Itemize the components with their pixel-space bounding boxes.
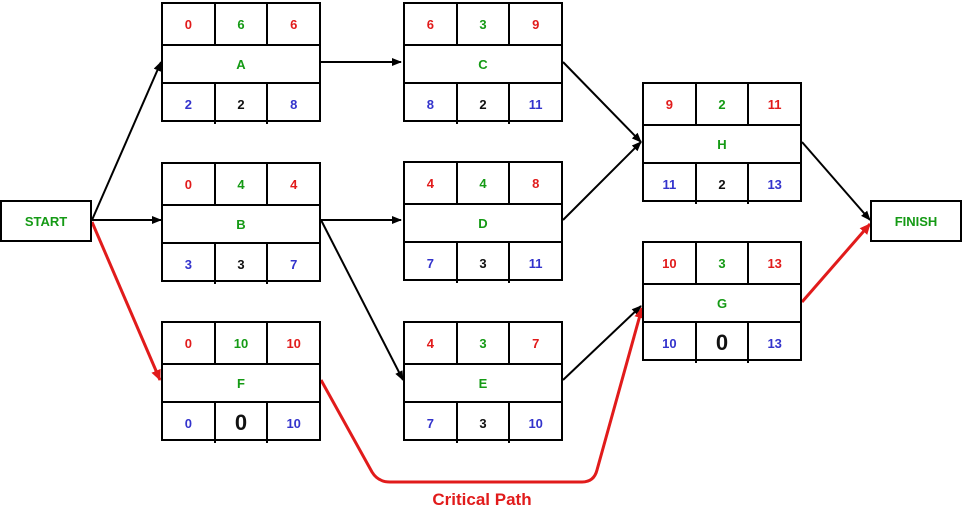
critical-arrow-start-f — [90, 221, 162, 381]
earliest-start: 0 — [184, 176, 192, 192]
activity-name: C — [478, 56, 488, 72]
slack: 2 — [694, 164, 748, 204]
latest-finish: 7 — [266, 244, 319, 284]
arrow-e-g — [562, 305, 642, 381]
duration: 10 — [213, 323, 267, 363]
finish-label: FINISH — [894, 213, 938, 229]
activity-node-a: 0 6 6 A 2 2 8 — [161, 2, 321, 124]
earliest-finish: 8 — [508, 163, 561, 203]
slack: 2 — [213, 84, 267, 124]
duration: 6 — [213, 4, 267, 44]
latest-finish: 11 — [508, 243, 561, 283]
duration: 3 — [455, 323, 509, 363]
latest-finish: 13 — [747, 164, 800, 204]
latest-start: 11 — [662, 176, 677, 192]
latest-start: 7 — [426, 255, 434, 271]
earliest-start: 0 — [184, 335, 192, 351]
latest-start: 3 — [184, 256, 192, 272]
latest-finish: 8 — [266, 84, 319, 124]
activity-node-b: 0 4 4 B 3 3 7 — [161, 162, 321, 284]
duration: 3 — [455, 4, 509, 44]
duration: 4 — [455, 163, 509, 203]
slack: 3 — [213, 244, 267, 284]
activity-node-c: 6 3 9 C 8 2 11 — [403, 2, 563, 124]
critical-path-label: Critical Path — [432, 490, 532, 509]
activity-node-g: 10 3 13 G 10 0 13 — [642, 241, 802, 363]
latest-start: 7 — [426, 415, 434, 431]
earliest-finish: 6 — [266, 4, 319, 44]
activity-name: D — [478, 215, 488, 231]
arrow-d-h — [562, 141, 642, 221]
finish-node: FINISH — [870, 200, 962, 242]
earliest-finish: 4 — [266, 164, 319, 204]
earliest-finish: 10 — [266, 323, 319, 363]
activity-name: H — [717, 136, 727, 152]
earliest-start: 0 — [184, 16, 192, 32]
latest-start: 8 — [426, 96, 434, 112]
earliest-start: 4 — [426, 175, 434, 191]
arrow-h-finish — [801, 141, 871, 221]
activity-name: E — [478, 375, 488, 391]
activity-name: F — [237, 375, 245, 391]
activity-node-h: 9 2 11 H 11 2 13 — [642, 82, 802, 204]
arrow-start-a — [91, 61, 162, 221]
latest-finish: 10 — [508, 403, 561, 443]
earliest-finish: 13 — [747, 243, 800, 283]
start-label: START — [24, 213, 68, 229]
activity-node-d: 4 4 8 D 7 3 11 — [403, 161, 563, 283]
activity-node-e: 4 3 7 E 7 3 10 — [403, 321, 563, 443]
latest-finish: 13 — [747, 323, 800, 363]
slack: 3 — [455, 403, 509, 443]
earliest-start: 9 — [665, 96, 673, 112]
latest-start: 2 — [184, 96, 192, 112]
earliest-start: 6 — [426, 16, 434, 32]
latest-start: 10 — [662, 335, 677, 351]
earliest-start: 10 — [662, 255, 677, 271]
earliest-start: 4 — [426, 335, 434, 351]
activity-node-f: 0 10 10 F 0 0 10 — [161, 321, 321, 443]
earliest-finish: 11 — [747, 84, 800, 124]
slack: 2 — [455, 84, 509, 124]
duration: 4 — [213, 164, 267, 204]
slack: 0 — [694, 323, 748, 363]
latest-finish: 11 — [508, 84, 561, 124]
duration: 3 — [694, 243, 748, 283]
slack: 0 — [213, 403, 267, 443]
start-node: START — [0, 200, 92, 242]
critical-arrow-f-g — [319, 307, 645, 484]
activity-name: A — [236, 56, 246, 72]
duration: 2 — [694, 84, 748, 124]
slack: 3 — [455, 243, 509, 283]
activity-name: G — [716, 295, 728, 311]
arrow-c-h — [562, 61, 642, 143]
earliest-finish: 9 — [508, 4, 561, 44]
latest-finish: 10 — [266, 403, 319, 443]
activity-name: B — [236, 216, 246, 232]
arrow-b-e — [320, 219, 404, 381]
latest-start: 0 — [184, 415, 192, 431]
critical-arrow-g-finish — [800, 223, 872, 303]
earliest-finish: 7 — [508, 323, 561, 363]
